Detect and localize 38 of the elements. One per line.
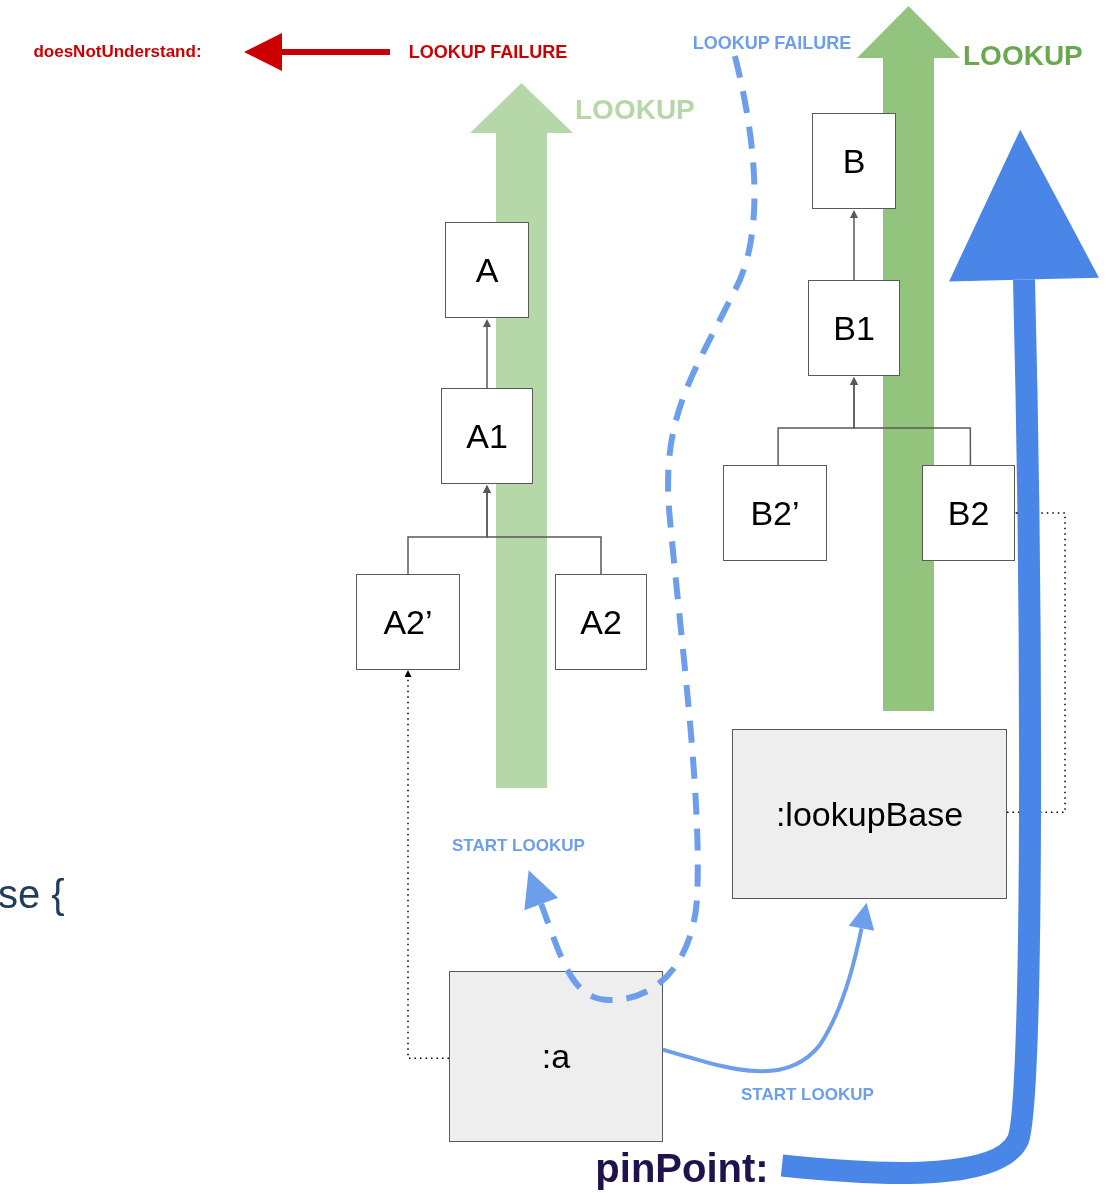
class-box — [441, 388, 533, 484]
arrow — [483, 485, 602, 575]
arrow — [850, 210, 858, 281]
edge-label: START LOOKUP — [741, 1085, 874, 1105]
arrow — [850, 377, 972, 466]
class-box — [808, 280, 900, 376]
class-name: B — [842, 141, 866, 181]
class-name: :a — [541, 1037, 571, 1076]
class-box — [445, 222, 529, 318]
class-name: A2 — [580, 602, 622, 642]
class-box — [356, 574, 460, 670]
class-box — [922, 465, 1015, 561]
arrow — [483, 319, 491, 389]
arrow — [244, 33, 390, 71]
method-name: pinPoint: — [595, 1145, 769, 1191]
direction-label: LOOKUP — [963, 40, 1083, 72]
class-name: A1 — [466, 416, 508, 456]
method-name: doesNotUnderstand: — [33, 42, 202, 62]
class-box — [555, 574, 647, 670]
arrow — [662, 902, 875, 1074]
failure-label: LOOKUP FAILURE — [408, 41, 568, 63]
direction-label: LOOKUP — [575, 94, 695, 126]
class-box — [812, 113, 896, 209]
class-name: :lookupBase — [775, 794, 964, 834]
arrow — [404, 670, 450, 1059]
object-box — [449, 971, 663, 1142]
class-name: B2 — [947, 493, 990, 533]
object-box — [732, 729, 1007, 899]
failure-label: LOOKUP FAILURE — [692, 32, 852, 54]
arrow — [780, 129, 1099, 1184]
arrow — [1006, 509, 1066, 814]
class-name: A2’ — [383, 602, 433, 642]
edge-label: START LOOKUP — [452, 836, 585, 856]
class-box — [723, 465, 827, 561]
class-name: B2’ — [750, 493, 800, 533]
arrow — [524, 55, 758, 1003]
class-name: B1 — [833, 308, 875, 348]
class-name: A — [475, 250, 499, 290]
